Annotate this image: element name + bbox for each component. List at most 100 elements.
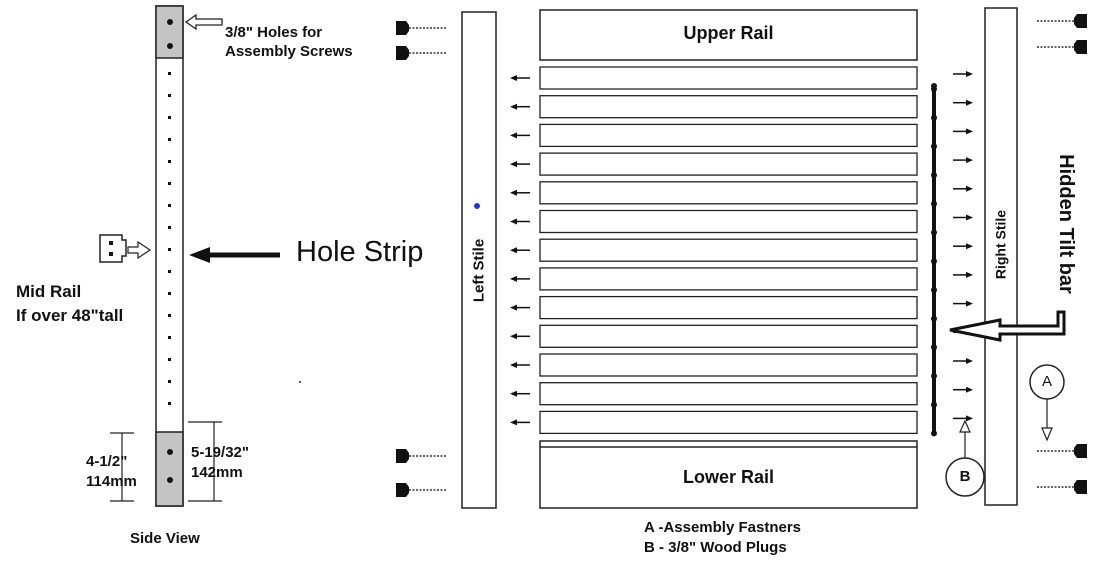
tilt-bar [931,83,937,437]
marker-b [945,419,985,497]
louver-pin-arrow-left [510,333,530,340]
louver [539,267,918,291]
mid-rail-line1: Mid Rail [16,282,82,301]
strip-hole [168,380,171,383]
strip-hole [168,270,171,273]
louver-pin-arrow-right [953,71,973,77]
louver [539,209,918,234]
louver-pin-arrow-left [510,218,530,225]
louver-pin-arrow-right [953,415,973,422]
tilt-bar-label: Hidden Tilt bar [1055,154,1077,294]
screw-icon [396,449,447,463]
lower-rail [539,440,918,509]
side-view-title: Side View [130,530,200,547]
marker-a [1029,364,1065,442]
screw-icon [1036,444,1087,458]
tilt-staple [931,172,937,179]
legend-line-b: B - 3/8" Wood Plugs [644,539,787,556]
right-stile-label: Right Stile [992,209,1009,280]
screw-icon [1036,480,1087,494]
louver-pin-arrow-left [510,103,530,110]
louver-pin-arrow-right [953,185,973,192]
top-rail-section [155,5,184,59]
louver [539,410,918,435]
strip-hole [168,204,171,207]
marker-b-label: B [959,468,971,485]
louver [539,382,918,406]
louver-pin-arrow-right [953,358,973,364]
tilt-staple [931,344,937,351]
lower-rail-label: Lower Rail [682,467,775,487]
tilt-staple [931,143,937,150]
assembly-hole [167,19,173,25]
left-stile [461,11,497,509]
louver-pin-arrow-right [953,99,973,106]
louver-pin-arrow-right [953,271,973,278]
tilt-staple [931,373,937,379]
tilt-staple [931,258,937,265]
louver [539,238,918,262]
assembly-fasteners [396,14,1087,497]
dimension-right [188,421,222,502]
mid-rail-line2: If over 48"tall [16,306,124,325]
strip-hole [168,94,171,97]
louver-pin-arrow-left [510,247,530,254]
strip-hole [168,248,171,251]
louver [539,181,918,205]
louver-pin-arrows [510,71,973,426]
upper-rail-label: Upper Rail [683,23,774,43]
screw-icon [396,21,447,35]
strip-hole [168,336,171,339]
screw-icon [396,46,447,60]
left-stile-label: Left Stile [470,238,488,303]
dim-right-line1: 5-19/32" [191,444,249,461]
strip-hole [168,292,171,295]
louver-pin-arrow-left [510,419,530,426]
louver-pin-arrow-left [510,132,530,139]
tilt-staple [931,83,937,89]
strip-hole [168,358,171,361]
louver [539,95,918,119]
strip-hole [168,72,171,75]
louver-pin-arrow-left [510,390,530,397]
hole-strip-arrow [189,247,280,263]
louver [539,353,918,377]
dim-left-line2: 114mm [86,473,137,490]
tilt-staple [931,286,937,293]
louver-pin-arrow-right [953,157,973,164]
strip-hole [168,116,171,119]
tilt-bar-callout-arrow [949,310,1066,342]
assembly-hole [167,43,173,49]
strip-hole [168,138,171,141]
louver-pin-arrow-right [953,243,973,250]
strip-hole [168,402,171,405]
strip-hole [168,226,171,229]
mid-rail-bracket-icon [99,234,152,263]
assembly-hole [167,477,173,483]
louver-pin-arrow-right [953,214,973,221]
tilt-staple [931,401,937,408]
tilt-staple [931,430,937,437]
stray-dot [299,381,301,383]
louver [539,152,918,176]
hole-strip-label: Hole Strip [296,236,424,268]
tilt-bar-staples [931,83,937,437]
louver [539,324,918,348]
louver-pin-arrow-left [510,304,530,311]
screw-icon [1036,14,1087,28]
bottom-rail-section [155,431,184,507]
louver-pin-arrow-right [953,386,973,393]
dim-left-line1: 4-1/2" [86,453,128,470]
louver [539,295,918,320]
tilt-staple [931,229,937,236]
louvers [539,66,918,435]
legend-line-a: A -Assembly Fastners [644,519,802,536]
holes-note-line2: Assembly Screws [225,43,353,60]
louver-pin-arrow-right [953,300,973,307]
tilt-staple [931,200,937,207]
louver-pin-arrow-left [510,75,530,81]
right-stile [984,7,1018,506]
louver [539,123,918,148]
holes-note-line1: 3/8" Holes for [225,24,323,41]
